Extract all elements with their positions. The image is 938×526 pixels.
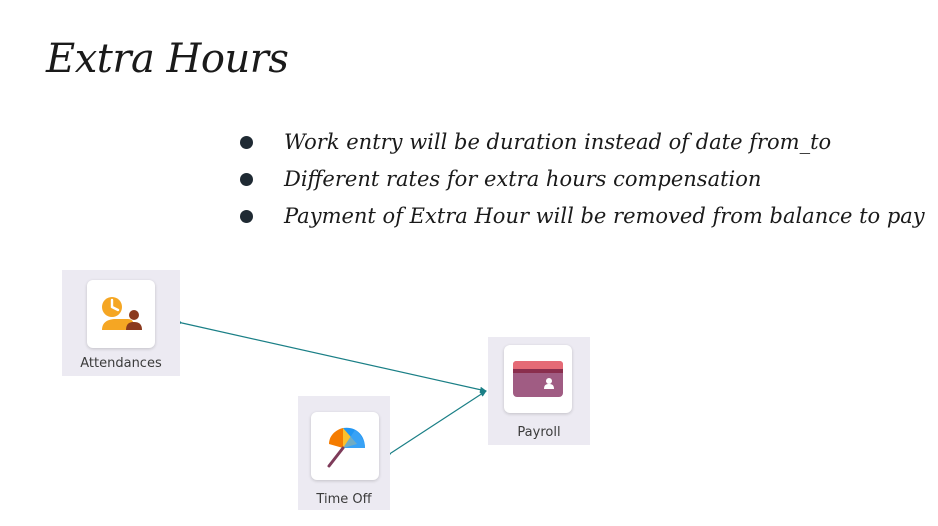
time-off-icon (327, 427, 365, 468)
bullet-dot (240, 136, 253, 149)
bullet-text: Payment of Extra Hour will be removed fr… (284, 204, 925, 228)
connector-attendances-payroll (175, 318, 487, 393)
app-label: Payroll (517, 425, 561, 440)
bullet-text: Work entry will be duration instead of d… (284, 130, 832, 154)
slide-title: Extra Hours (46, 36, 289, 82)
app-tile[interactable] (87, 280, 155, 348)
app-attendances[interactable]: Attendances (62, 270, 180, 376)
app-time-off[interactable]: Time Off (298, 396, 390, 510)
bullet-item: Payment of Extra Hour will be removed fr… (240, 198, 925, 235)
app-label: Time Off (316, 492, 372, 507)
bullet-item: Different rates for extra hours compensa… (240, 161, 925, 198)
connector-timeoff-payroll (384, 390, 487, 459)
bullet-dot (240, 173, 253, 186)
bullet-text: Different rates for extra hours compensa… (284, 167, 762, 191)
app-label: Attendances (80, 356, 162, 371)
app-payroll[interactable]: Payroll (488, 337, 590, 445)
attendances-icon (102, 297, 142, 330)
bullet-list: Work entry will be duration instead of d… (240, 124, 925, 235)
bullet-item: Work entry will be duration instead of d… (240, 124, 925, 161)
app-tile[interactable] (311, 412, 379, 480)
payroll-icon (513, 361, 563, 397)
bullet-dot (240, 210, 253, 223)
app-tile[interactable] (504, 345, 572, 413)
